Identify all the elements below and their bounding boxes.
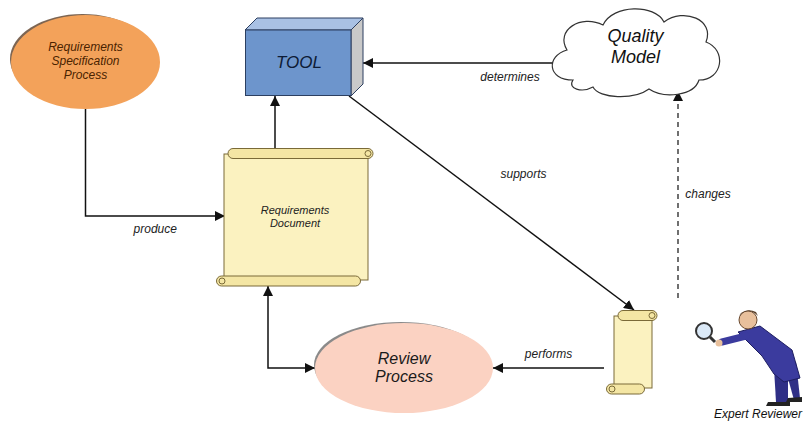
edge-label: performs [523,348,574,362]
node-text: Review Process [361,350,447,387]
tool-box: TOOL [245,18,363,96]
edge-label: changes [683,188,732,202]
node-text: Requirements Document [252,204,338,229]
node-text: Requirements Specification Process [37,41,135,82]
node-text: Quality Model [596,26,676,67]
flow-arrow [363,62,552,64]
cloud-outline [552,9,719,97]
reviewer-figure-outline [598,298,806,424]
edge-label: produce [132,223,179,237]
model-cloud: Quality Model [543,0,728,100]
process-ellipse: Requirements Specification Process [10,14,161,110]
box-top [245,18,363,30]
text-block: Quality Model [596,26,676,67]
flow-arrow [268,286,315,368]
process-ellipse: Review Process [314,322,494,414]
dashed-arrow [677,91,678,298]
edge-label: determines [478,71,541,85]
reviewer-person [696,310,802,406]
node-text: TOOL [276,53,322,73]
flow-arrow [349,96,634,310]
text-block: TOOL [276,53,322,73]
reviewer-figure: Expert Reviewer [598,298,806,424]
flow-arrow [493,367,604,369]
flow-arrow [274,96,276,149]
text-block: Expert Reviewer [714,408,802,422]
flow-arrow [86,109,226,216]
scroll-sheet [607,311,658,395]
text-block: Requirements Specification Process [37,41,135,82]
box-side [351,18,363,96]
text-block: Review Process [361,350,447,387]
document-scroll: Requirements Document [216,148,374,288]
cloud-frame [552,9,719,97]
box-front [246,30,352,96]
edge-label: supports [498,168,548,182]
text-block: Requirements Document [252,204,338,229]
ellipse-body [315,323,493,413]
ellipse-body [11,15,160,109]
scroll-sheet [217,149,374,287]
node-text: Expert Reviewer [714,408,802,422]
